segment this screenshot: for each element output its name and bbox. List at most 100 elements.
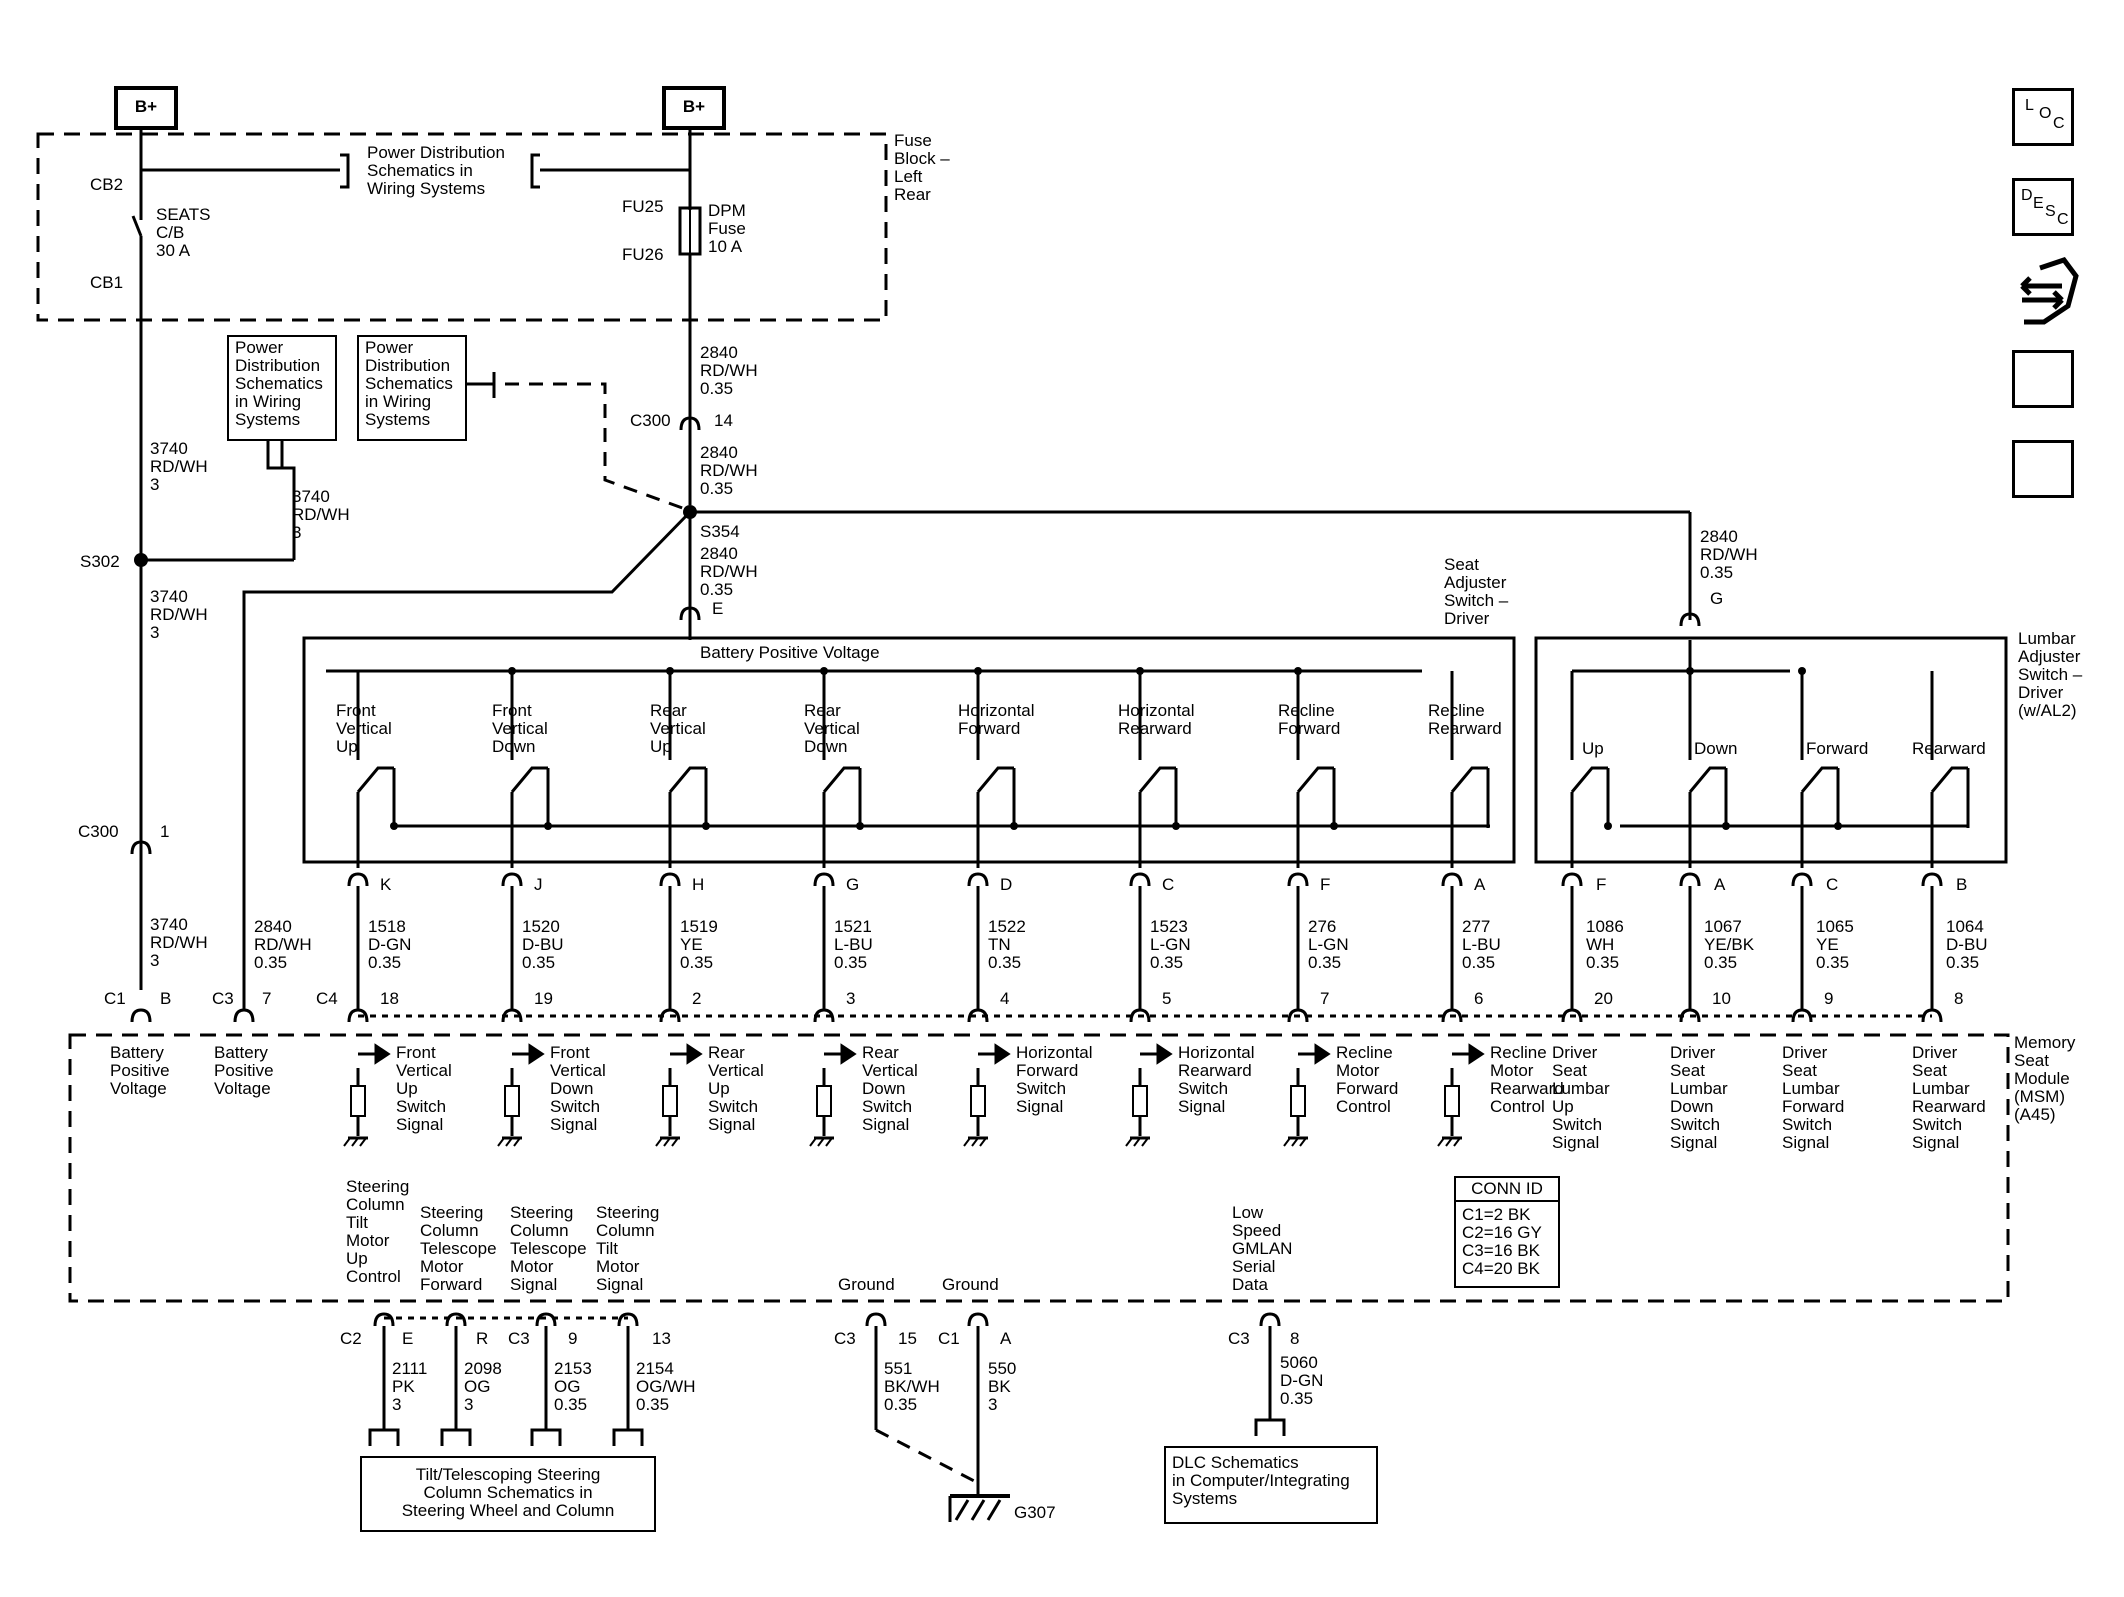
msm-battery-label-1: Battery Positive Voltage	[110, 1043, 170, 1098]
lumbar-switch-title: Lumbar Adjuster Switch – Driver (w/AL2)	[2018, 629, 2083, 720]
signal-arrowhead	[840, 1043, 857, 1065]
bplus-left-box: B+	[114, 86, 178, 130]
steering-tilt-up-label: Steering Column Tilt Motor Up Control	[346, 1177, 410, 1286]
pulldown-resistor	[662, 1085, 678, 1117]
c2-label: C2	[340, 1329, 362, 1348]
c300-pin14-connector	[679, 416, 701, 431]
switch-blade	[1296, 766, 1334, 793]
previous-page-button[interactable]	[2012, 440, 2074, 498]
wire-2840-e-label: 2840 RD/WH 0.35	[254, 917, 312, 972]
next-page-button[interactable]	[2012, 350, 2074, 408]
ground-pin-15-connector	[865, 1312, 887, 1327]
msm-pin-7: 6	[1474, 989, 1484, 1008]
msm-pin-3: 3	[846, 989, 856, 1008]
pulldown-resistor	[1132, 1085, 1148, 1117]
seat-pin-connector	[659, 872, 681, 887]
ground-pin-a-connector	[967, 1312, 989, 1327]
connector-end-view-icon[interactable]	[2020, 257, 2079, 325]
g307-label: G307	[1014, 1503, 1056, 1522]
signal-arrowhead	[994, 1043, 1011, 1065]
switch-blade	[1688, 766, 1726, 793]
dlc-bracket	[1254, 1418, 1286, 1436]
steering-wire-label-1: 2098 OG 3	[464, 1359, 502, 1414]
conn-id-divider	[1456, 1200, 1558, 1202]
lumbar-msm-pin-3: 8	[1954, 989, 1964, 1008]
c3-b-label: C3	[834, 1329, 856, 1348]
seat-switch-wire-2: 1519 YE 0.35	[680, 917, 718, 972]
steering-tilt-signal-label: Steering Column Tilt Motor Signal	[596, 1203, 660, 1294]
pd-ref-box-b-text: Power Distribution Schematics in Wiring …	[365, 338, 453, 429]
wire-3740-d-label: 3740 RD/WH 3	[150, 915, 208, 970]
signal-arrowhead	[1156, 1043, 1173, 1065]
seat-switch-wire-1: 1520 D-BU 0.35	[522, 917, 564, 972]
cb-switch	[131, 215, 143, 237]
desc-letter: E	[2033, 195, 2044, 212]
seat-pin-connector	[347, 872, 369, 887]
steering-tele-signal-label: Steering Column Telescope Motor Signal	[510, 1203, 587, 1294]
seat-switch-pin-4: D	[1000, 875, 1013, 894]
c300-14-pin: 14	[714, 411, 733, 430]
msm-pin-6: 7	[1320, 989, 1330, 1008]
msm-boundary	[68, 1033, 2010, 1303]
steering-pin-connector	[535, 1312, 557, 1327]
msm-signal-label-2: Rear Vertical Up Switch Signal	[708, 1043, 764, 1134]
pulldown-resistor	[350, 1085, 366, 1117]
c3-pin-8: 8	[1290, 1329, 1300, 1348]
pd-ref-box-a[interactable]: Power Distribution Schematics in Wiring …	[227, 335, 337, 441]
dlc-schematics-ref-box[interactable]: DLC Schematics in Computer/Integrating S…	[1164, 1446, 1378, 1524]
ground-hatch	[963, 1137, 987, 1147]
c3-pin-7: 7	[262, 989, 272, 1008]
conn-id-title: CONN ID	[1471, 1179, 1543, 1198]
msm-pin-4: 4	[1000, 989, 1010, 1008]
tilt-telescoping-ref-box[interactable]: Tilt/Telescoping Steering Column Schemat…	[360, 1456, 656, 1532]
bplus-right-box: B+	[662, 86, 726, 130]
seat-pin-connector	[1441, 872, 1463, 887]
c3-label: C3	[212, 989, 234, 1008]
c3-pin-9: 9	[568, 1329, 578, 1348]
switch-blade	[356, 766, 394, 793]
lumbar-msm-pin-2: 9	[1824, 989, 1834, 1008]
ground-g307-hatch	[954, 1499, 1002, 1521]
seats-cb-label: SEATS C/B 30 A	[156, 205, 211, 260]
seat-switch-label-3: Rear Vertical Down	[804, 701, 860, 756]
ground-hatch	[1283, 1137, 1307, 1147]
seat-switch-label-0: Front Vertical Up	[336, 701, 392, 756]
msm-signal-label-4: Horizontal Forward Switch Signal	[1016, 1043, 1093, 1116]
fuse-block-label: Fuse Block – Left Rear	[894, 131, 950, 204]
c300-14-label: C300	[630, 411, 671, 430]
seat-switch-pin-3: G	[846, 875, 860, 894]
steering-pin-connector	[445, 1312, 467, 1327]
seat-adjuster-switch-body	[302, 636, 1516, 864]
lumbar-msm-pin-1: 10	[1712, 989, 1731, 1008]
signal-arrowhead	[374, 1043, 391, 1065]
ref-bracket	[368, 1428, 400, 1446]
pulldown-resistor	[504, 1085, 520, 1117]
pd-b-dashed	[505, 382, 689, 512]
wire-2840-c-label: 2840 RD/WH 0.35	[700, 544, 758, 599]
seat-switch-label-4: Horizontal Forward	[958, 701, 1035, 738]
seat-pin-e: E	[712, 599, 724, 618]
pd-ref-box-a-text: Power Distribution Schematics in Wiring …	[235, 338, 323, 429]
s302-splice	[134, 553, 148, 567]
switch-blade	[1800, 766, 1838, 793]
desc-letter: D	[2021, 187, 2033, 204]
msm-signal-label-3: Rear Vertical Down Switch Signal	[862, 1043, 918, 1134]
c2-pin-e: E	[402, 1329, 414, 1348]
cb2-label: CB2	[90, 175, 124, 194]
seat-pin-connector	[1129, 872, 1151, 887]
wire-3740-b-label: 3740 RD/WH 3	[292, 487, 350, 542]
steering-pin-connector	[617, 1312, 639, 1327]
lumbar-msm-pin-0: 20	[1594, 989, 1613, 1008]
c3-pin-15: 15	[898, 1329, 917, 1348]
lumbar-signal-label-0: Driver Seat Lumbar Up Switch Signal	[1552, 1043, 1610, 1152]
pd-ref-box-b[interactable]: Power Distribution Schematics in Wiring …	[357, 335, 467, 441]
ground-hatch	[497, 1137, 521, 1147]
junction-dot	[1604, 822, 1612, 830]
c1-pin-b: B	[160, 989, 172, 1008]
c1-pin-a: A	[1000, 1329, 1012, 1348]
lumbar-adjuster-switch-body	[1534, 636, 2008, 864]
c300-1-label: C300	[78, 822, 119, 841]
